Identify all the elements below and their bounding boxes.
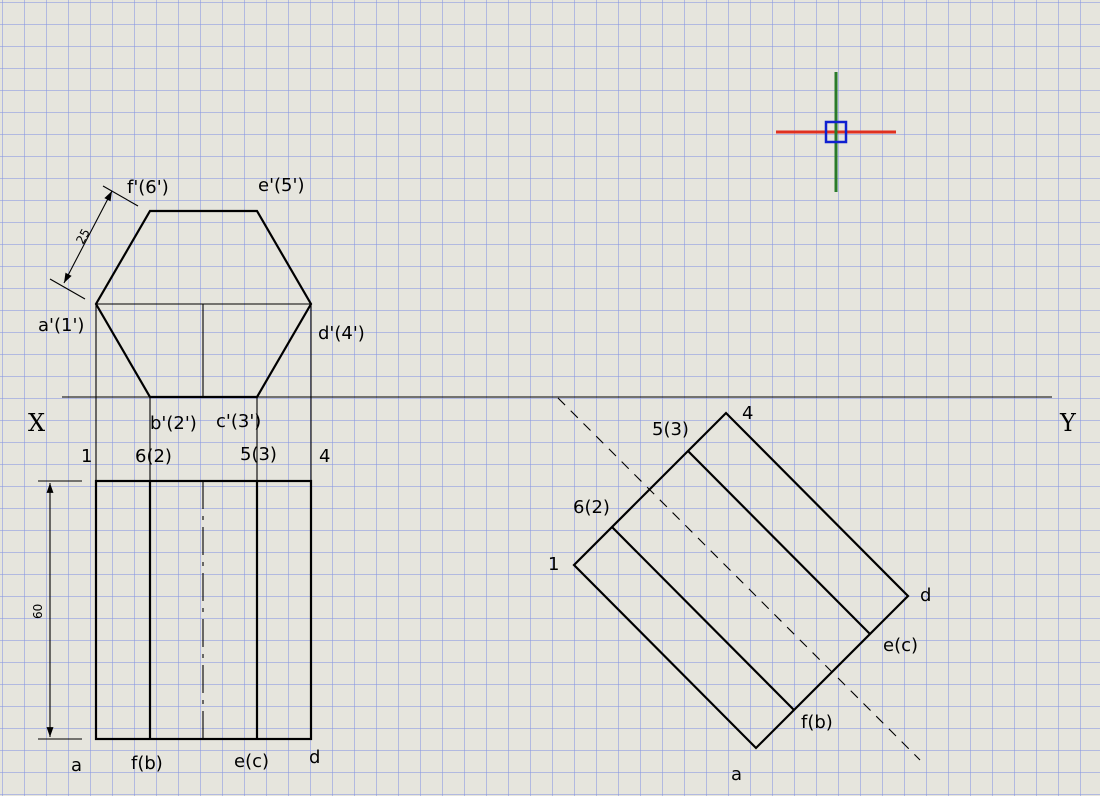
dimension-60: 60 xyxy=(31,480,82,740)
label-rot-fb: f(b) xyxy=(801,712,833,733)
rotated-view: 4 5(3) 6(2) 1 d e(c) f(b) a xyxy=(548,397,931,785)
top-view-rectangle: 60 1 6(2) 5(3) 4 a f(b) e(c) d xyxy=(31,444,330,776)
dimension-60-label: 60 xyxy=(31,604,45,619)
crosshair-cursor-icon[interactable] xyxy=(776,72,896,192)
label-d4: d'(4') xyxy=(318,323,365,344)
cursor-pick-box xyxy=(824,120,848,144)
label-bottom-d: d xyxy=(309,747,320,768)
label-rot-62: 6(2) xyxy=(573,497,610,518)
label-a1: a'(1') xyxy=(38,315,84,336)
label-c3: c'(3') xyxy=(216,411,261,432)
label-rot-a: a xyxy=(731,764,742,785)
rotated-view-inclined-line xyxy=(557,397,921,761)
label-rot-53: 5(3) xyxy=(652,419,689,440)
projector-lines xyxy=(95,304,312,481)
rotated-view-edge-62-fb xyxy=(611,526,795,711)
label-top-1: 1 xyxy=(81,446,92,467)
label-top-4: 4 xyxy=(319,446,330,467)
label-rot-1: 1 xyxy=(548,554,559,575)
dimension-25: 25 xyxy=(49,185,139,300)
front-view-hexagon: 25 f'(6') e'(5') a'(1') d'(4') b'(2') c'… xyxy=(38,175,365,434)
label-b2: b'(2') xyxy=(150,413,197,434)
rotated-view-rectangle xyxy=(572,411,910,750)
label-bottom-fb: f(b) xyxy=(131,753,163,774)
label-bottom-ec: e(c) xyxy=(234,751,269,772)
label-bottom-a: a xyxy=(71,755,82,776)
axis-label-y: Y xyxy=(1059,409,1077,437)
label-f6: f'(6') xyxy=(127,177,169,198)
label-rot-4: 4 xyxy=(742,403,753,424)
dimension-25-label: 25 xyxy=(73,226,93,246)
rotated-view-edge-53-ec xyxy=(687,450,871,635)
label-top-53: 5(3) xyxy=(240,444,277,465)
label-rot-ec: e(c) xyxy=(883,635,918,656)
axis-label-x: X xyxy=(28,409,45,437)
label-e5: e'(5') xyxy=(258,175,304,196)
label-top-62: 6(2) xyxy=(135,446,172,467)
label-rot-d: d xyxy=(920,585,931,606)
